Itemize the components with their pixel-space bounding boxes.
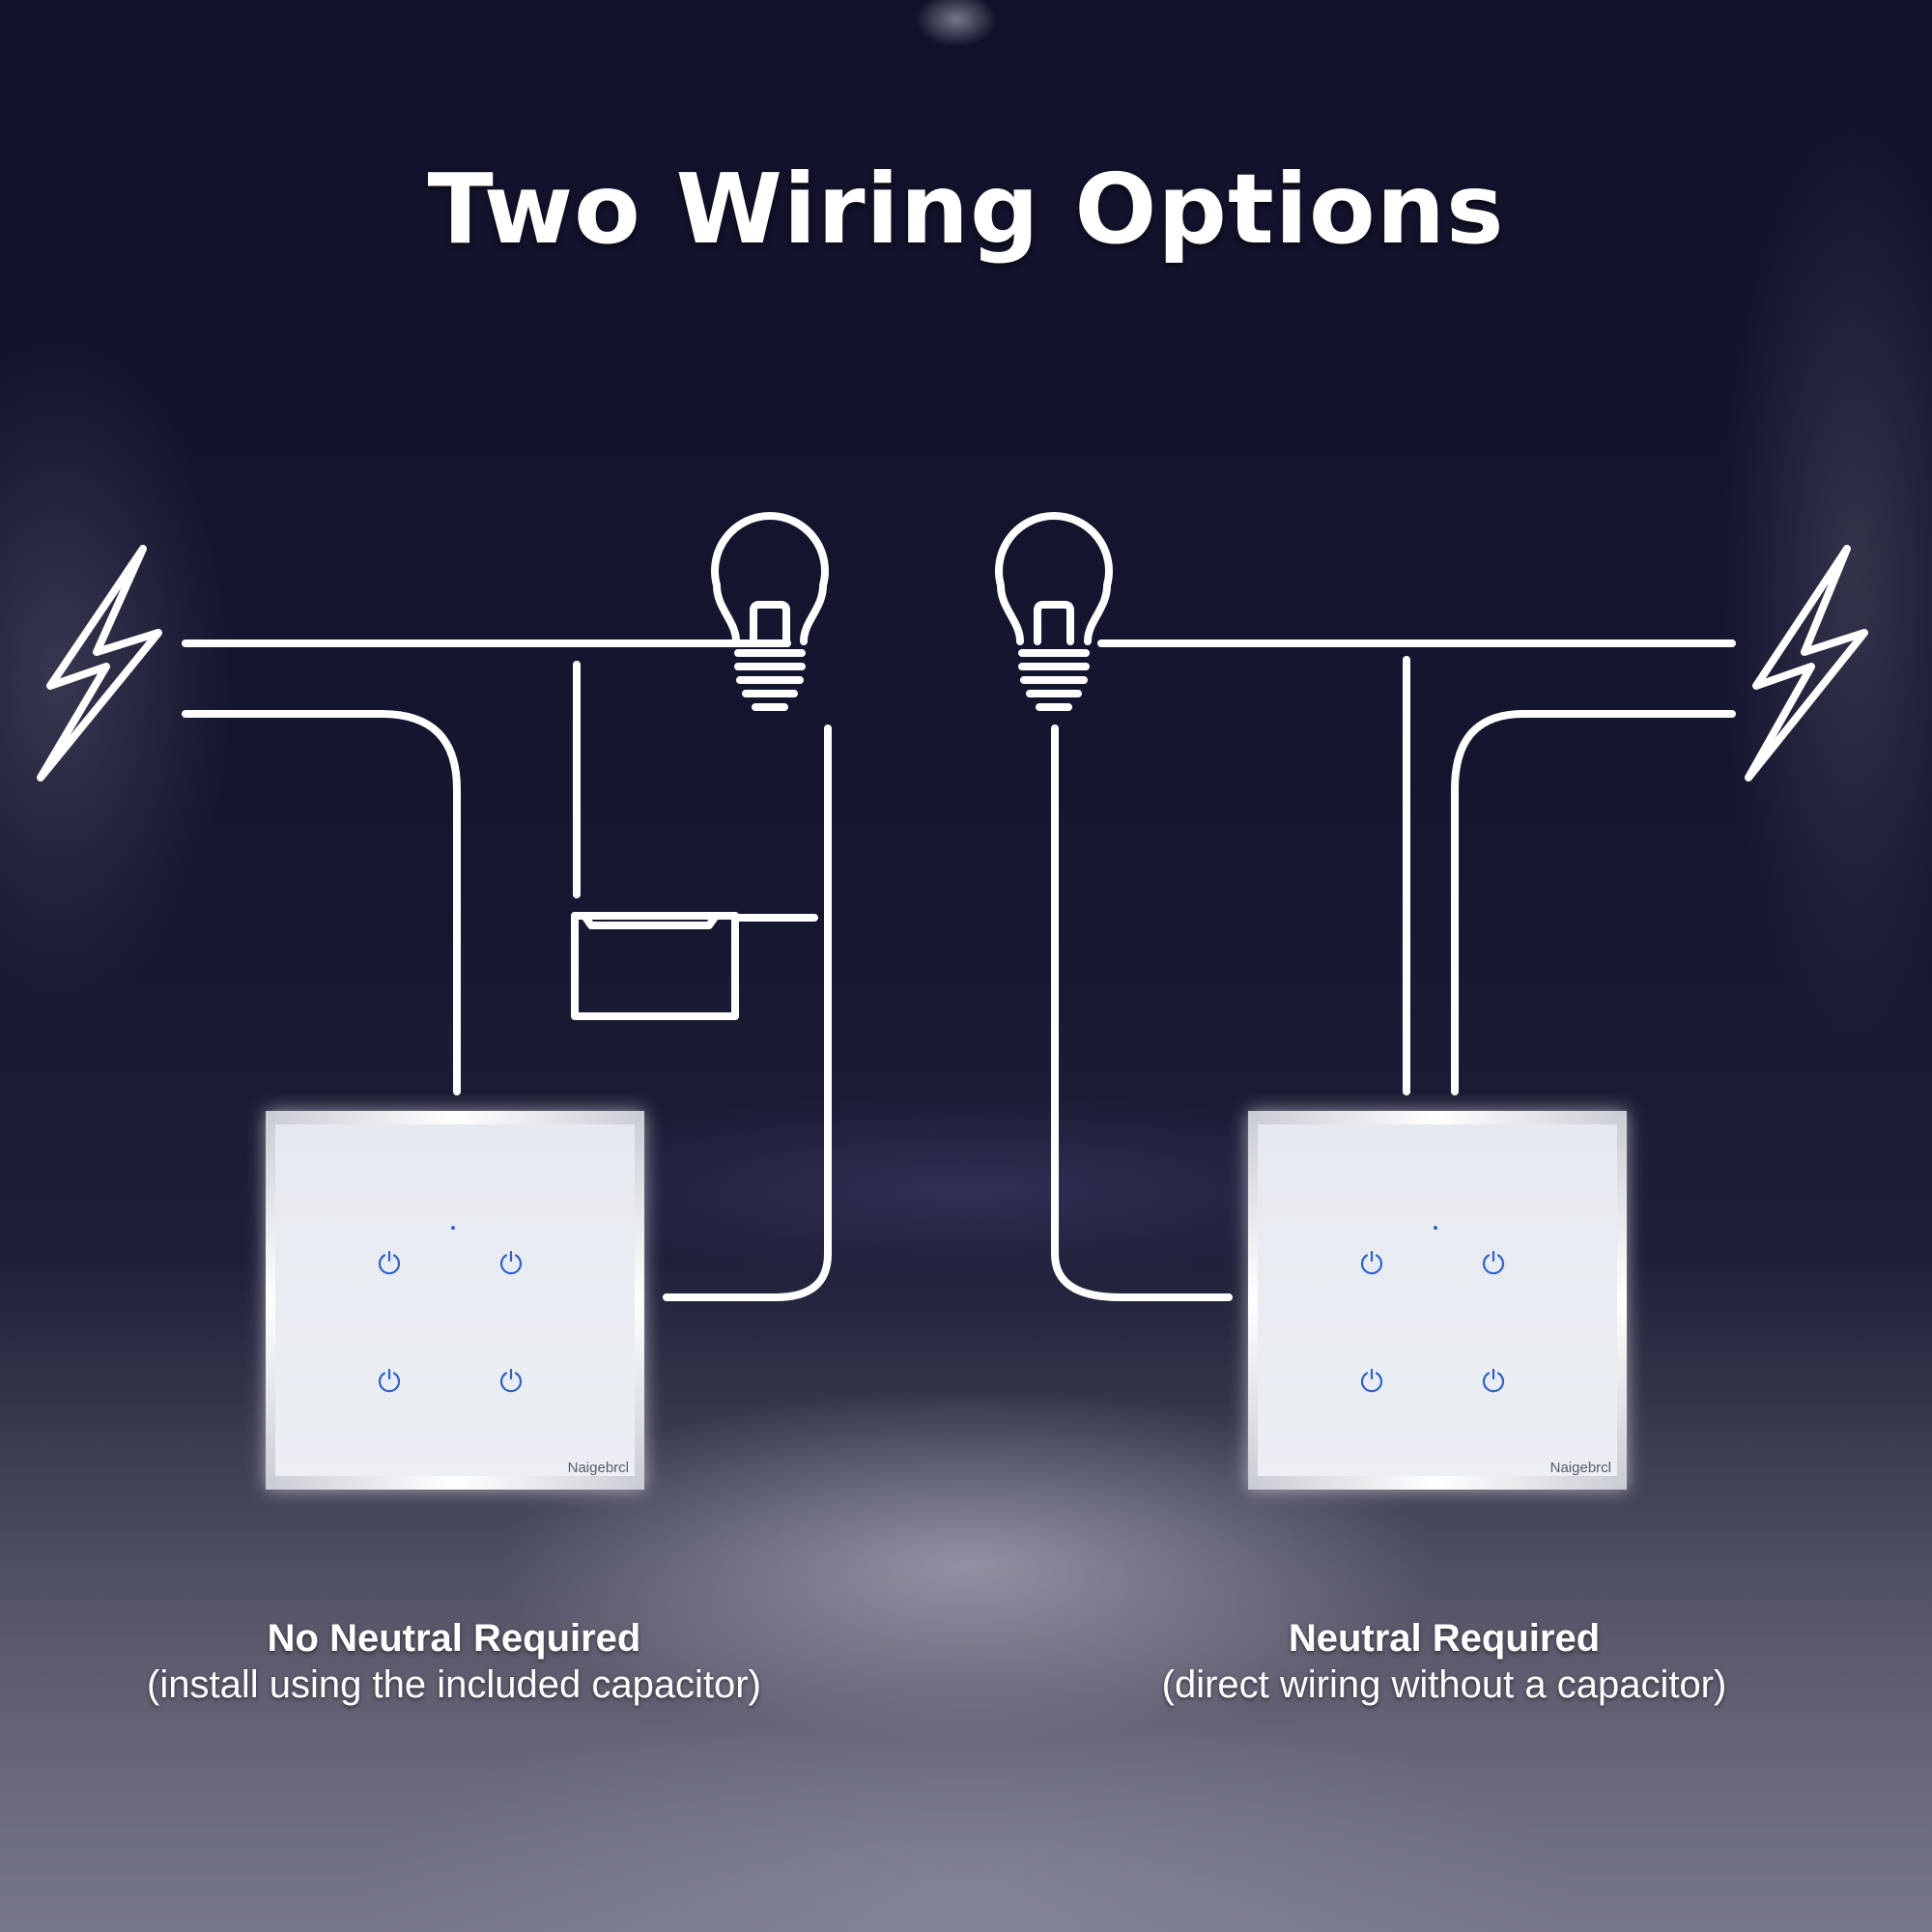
right-neutral-wire <box>1451 710 1736 1095</box>
power-button-icon[interactable] <box>376 1249 403 1276</box>
indicator-led <box>451 1226 455 1230</box>
panel-edge <box>1248 1476 1627 1490</box>
power-button-icon[interactable] <box>1358 1367 1385 1394</box>
left-bulb-return-wire <box>663 724 832 1301</box>
indicator-led <box>1434 1226 1437 1230</box>
page-title: Two Wiring Options <box>427 153 1505 266</box>
power-button-icon[interactable] <box>376 1367 403 1394</box>
panel-edge <box>266 1111 644 1124</box>
panel-edge <box>266 1476 644 1490</box>
power-button-icon[interactable] <box>1480 1367 1507 1394</box>
panel-edge <box>635 1111 644 1490</box>
right-touch-switch-panel: Naigebrcl <box>1248 1111 1627 1490</box>
lightning-bolt-icon-left <box>37 545 162 781</box>
panel-edge <box>1248 1111 1258 1490</box>
brand-label: Naigebrcl <box>567 1460 629 1476</box>
capacitor-icon <box>571 912 739 1020</box>
left-option-caption: No Neutral Required (install using the i… <box>116 1615 792 1708</box>
power-button-icon[interactable] <box>1358 1249 1385 1276</box>
power-button-icon[interactable] <box>497 1249 525 1276</box>
right-bulb-return-wire <box>1051 724 1233 1301</box>
panel-edge <box>1248 1111 1627 1124</box>
light-bulb-icon-right <box>995 512 1113 711</box>
right-option-caption: Neutral Required (direct wiring without … <box>1106 1615 1782 1708</box>
left-touch-switch-panel: Naigebrcl <box>266 1111 644 1490</box>
left-option-detail: (install using the included capacitor) <box>147 1663 761 1706</box>
left-option-heading: No Neutral Required <box>267 1617 641 1660</box>
right-option-detail: (direct wiring without a capacitor) <box>1161 1663 1727 1706</box>
right-option-heading: Neutral Required <box>1288 1617 1601 1660</box>
lightning-bolt-icon-right <box>1745 545 1868 781</box>
light-bulb-icon-left <box>711 512 829 711</box>
power-button-icon[interactable] <box>1480 1249 1507 1276</box>
left-neutral-wire <box>182 710 461 1095</box>
power-button-icon[interactable] <box>497 1367 525 1394</box>
panel-edge <box>1617 1111 1627 1490</box>
panel-edge <box>266 1111 275 1490</box>
brand-label: Naigebrcl <box>1549 1460 1611 1476</box>
